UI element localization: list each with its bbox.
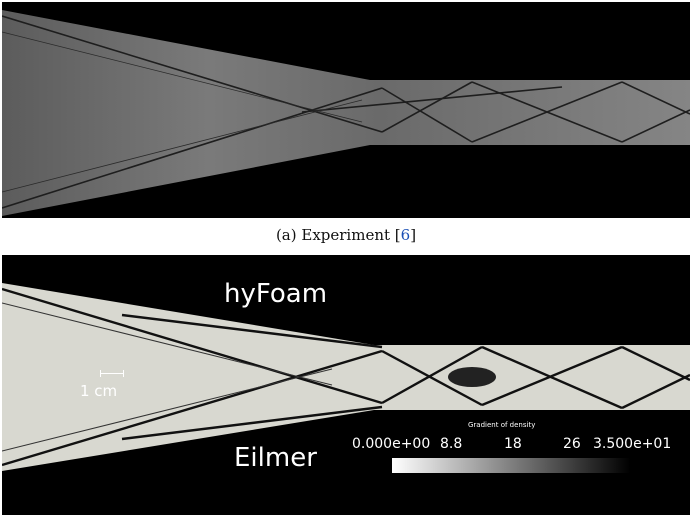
colorbar-gradient bbox=[392, 458, 630, 473]
colorbar-tick: 8.8 bbox=[440, 436, 463, 452]
solver-label-eilmer: Eilmer bbox=[234, 443, 317, 473]
experiment-schlieren bbox=[2, 10, 690, 216]
solver-label-hyfoam: hyFoam bbox=[224, 279, 328, 309]
colorbar-tick: 18 bbox=[504, 436, 522, 452]
experiment-shock-lines bbox=[2, 15, 690, 209]
experiment-image bbox=[2, 2, 690, 218]
colorbar-tick: 0.000e+00 bbox=[352, 436, 431, 452]
colorbar-tick: 3.500e+01 bbox=[593, 436, 672, 452]
simulation-image: hyFoam Eilmer 1 cm Gradient of density 0… bbox=[2, 255, 690, 515]
experiment-flow-region bbox=[2, 10, 690, 216]
simulation-shock-lines bbox=[2, 287, 690, 467]
simulation-density-gradient bbox=[2, 283, 690, 471]
reference-link[interactable]: 6 bbox=[400, 226, 411, 244]
colorbar-tick: 26 bbox=[563, 436, 581, 452]
scale-bar-label: 1 cm bbox=[80, 382, 118, 400]
simulation-flow-region bbox=[2, 283, 690, 471]
scale-bar bbox=[100, 370, 124, 377]
caption-a: (a) Experiment [6] bbox=[275, 226, 417, 244]
colorbar-title: Gradient of density bbox=[468, 421, 536, 429]
